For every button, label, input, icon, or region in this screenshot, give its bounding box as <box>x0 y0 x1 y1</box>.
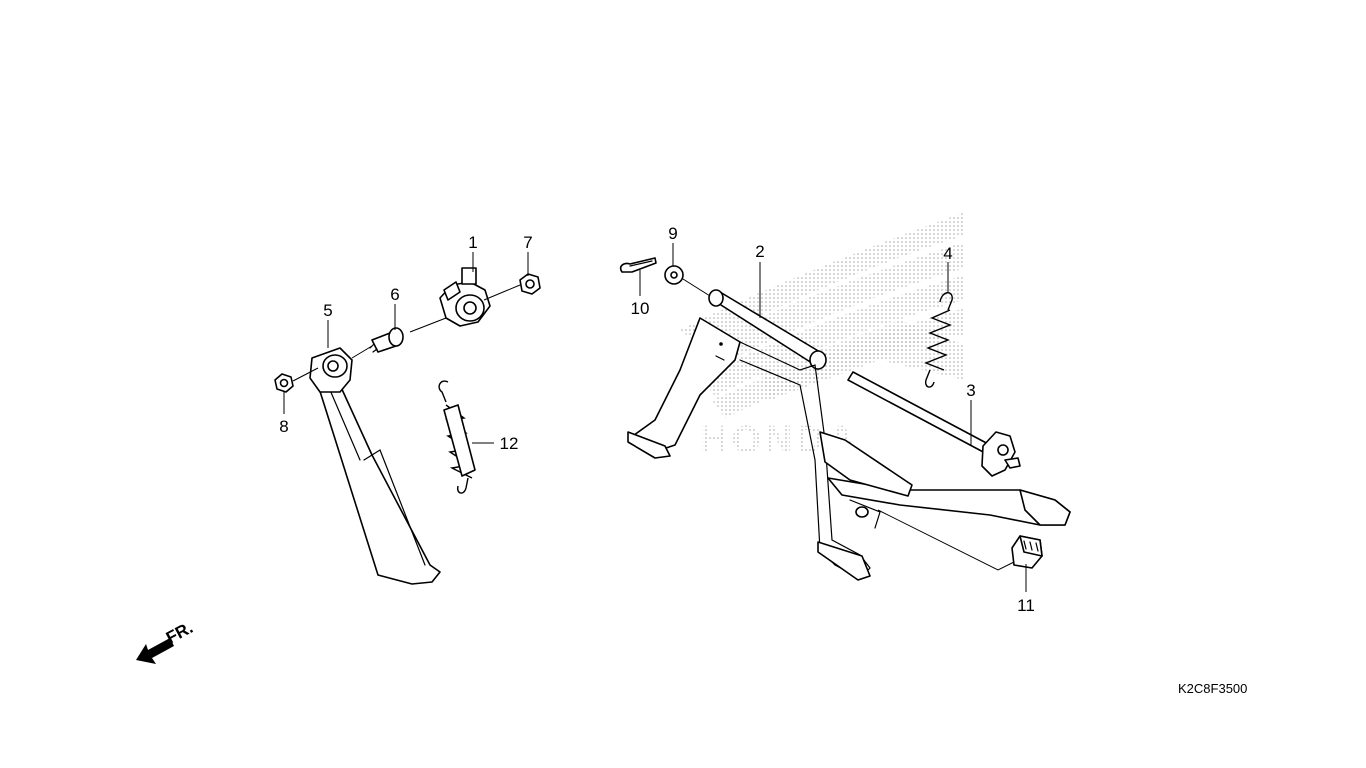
front-arrow-icon <box>136 638 174 664</box>
nut-8 <box>274 373 294 393</box>
callout-12: 12 <box>500 434 519 453</box>
side-stand-switch <box>439 267 491 327</box>
callout-1: 1 <box>468 233 477 252</box>
side-stand <box>309 347 441 585</box>
diagram-code: K2C8F3500 <box>1178 681 1247 696</box>
leader-11-diagonal <box>877 509 1015 571</box>
callout-6: 6 <box>390 285 399 304</box>
front-direction-indicator: FR. <box>136 618 196 664</box>
callout-7: 7 <box>523 233 532 252</box>
nut-7 <box>519 273 541 295</box>
stand-pivot-shaft <box>847 371 1021 477</box>
leader-1-axis <box>409 317 447 333</box>
leader-9-axis <box>682 278 711 297</box>
callout-leaders <box>283 243 1027 592</box>
leader-1-axis-2 <box>483 284 521 301</box>
callout-8: 8 <box>279 417 288 436</box>
bolt-6 <box>369 327 404 353</box>
washer-9 <box>664 265 684 285</box>
callout-11: 11 <box>1017 596 1035 615</box>
main-stand <box>627 289 1071 581</box>
callout-3: 3 <box>966 381 975 400</box>
callout-5: 5 <box>323 301 332 320</box>
callout-4: 4 <box>943 244 952 263</box>
spring-4 <box>924 292 953 388</box>
cotter-pin-10 <box>619 257 657 273</box>
callout-9: 9 <box>668 224 677 243</box>
callout-10: 10 <box>631 299 650 318</box>
stopper-rubber-11 <box>1011 535 1043 569</box>
leader-6-axis <box>351 345 373 359</box>
spring-12 <box>438 380 476 494</box>
callout-2: 2 <box>755 242 764 261</box>
leader-8-axis <box>292 367 319 382</box>
